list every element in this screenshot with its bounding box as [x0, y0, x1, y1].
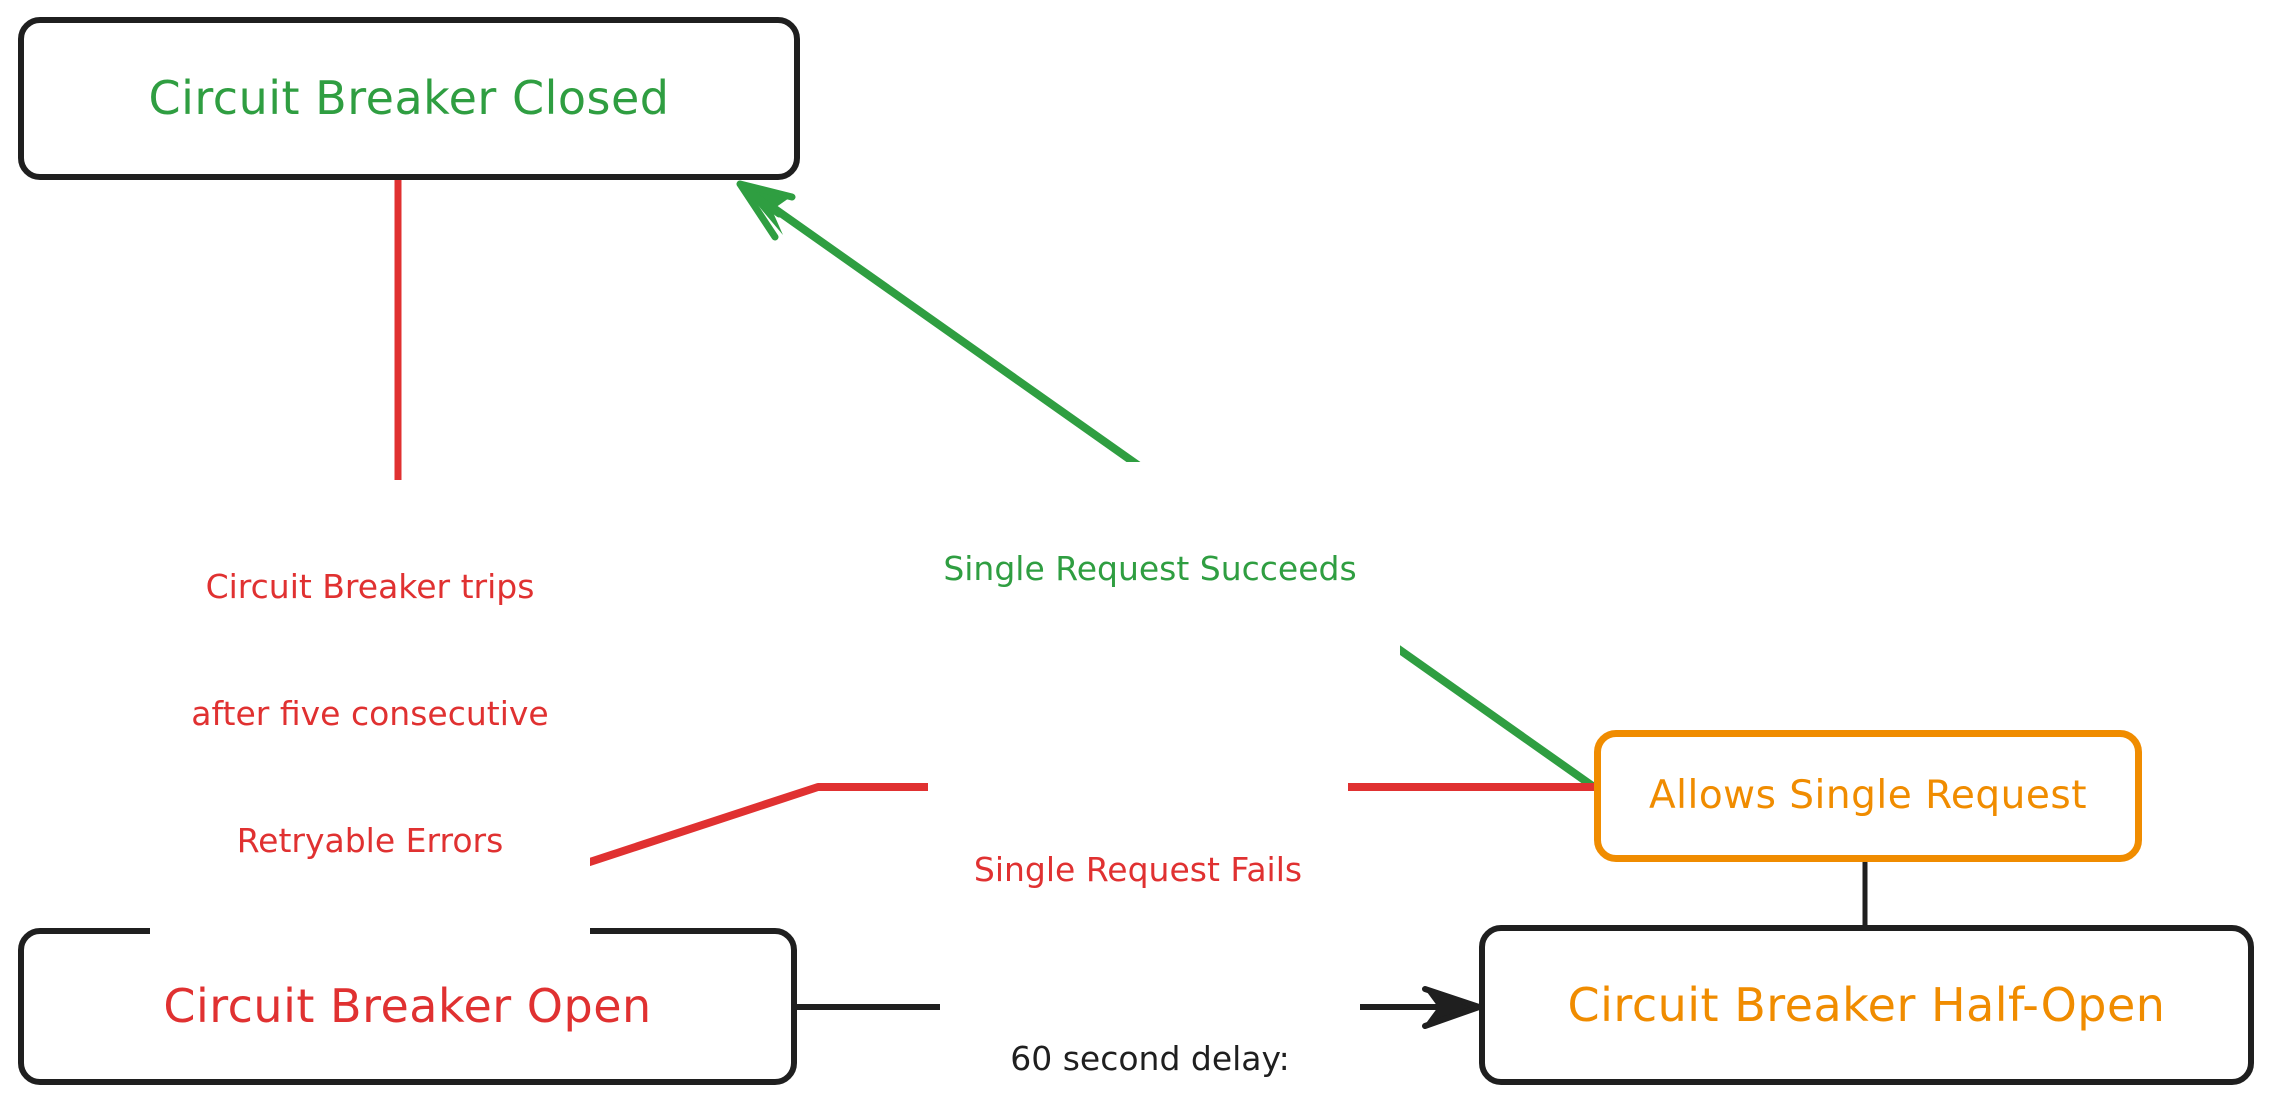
node-circuit-breaker-open[interactable]: Circuit Breaker Open: [18, 928, 797, 1085]
edge-label-allows-to-closed: Single Request Succeeds: [900, 462, 1400, 678]
edge-label-open-to-half-open: 60 second delay: No requests allowed: [940, 952, 1360, 1107]
node-label-circuit-breaker-open: Circuit Breaker Open: [163, 979, 652, 1034]
node-circuit-breaker-closed[interactable]: Circuit Breaker Closed: [18, 17, 800, 180]
edge-label-allows-to-open: Single Request Fails: [928, 763, 1348, 979]
node-label-circuit-breaker-closed: Circuit Breaker Closed: [148, 71, 670, 126]
node-allows-single-request[interactable]: Allows Single Request: [1594, 730, 2142, 862]
edge-label-line-1: 60 second delay:: [1010, 1039, 1290, 1079]
edge-label-line-2: after five consecutive: [191, 694, 549, 734]
node-label-allows-single-request: Allows Single Request: [1648, 772, 2088, 818]
node-label-circuit-breaker-half-open: Circuit Breaker Half-Open: [1567, 977, 2166, 1032]
node-circuit-breaker-half-open[interactable]: Circuit Breaker Half-Open: [1479, 925, 2254, 1085]
edge-label-closed-to-open: Circuit Breaker trips after five consecu…: [150, 480, 590, 949]
edge-label-line-1: Single Request Succeeds: [943, 549, 1357, 589]
edge-label-line-3: Retryable Errors: [236, 820, 504, 860]
edge-label-line-1: Single Request Fails: [973, 850, 1303, 890]
edge-label-line-1: Circuit Breaker trips: [205, 567, 535, 607]
